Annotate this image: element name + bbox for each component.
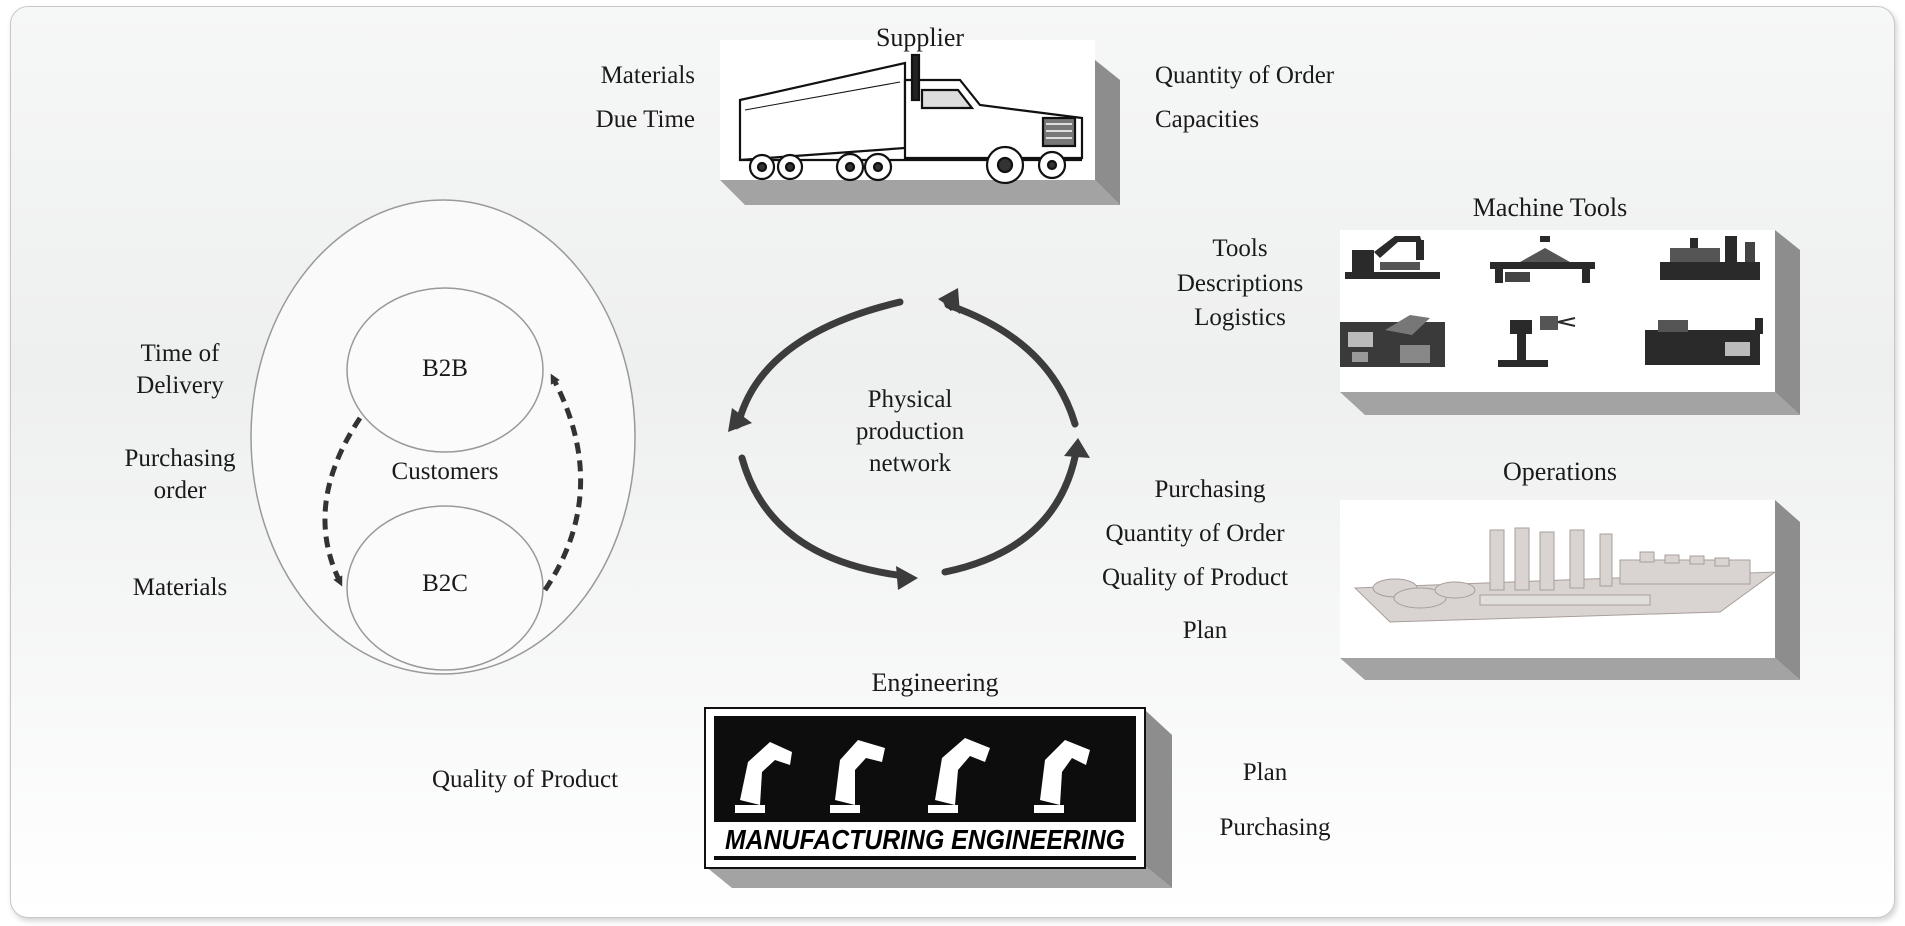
factory-plant-icon [1353,527,1777,623]
supplier-box [720,40,1120,205]
customers-delivery-label: Delivery [136,372,224,399]
operations-quality-label: Quality of Product [1101,564,1289,591]
operations-plan-label: Plan [1182,617,1228,644]
b2c-to-b2b-arrow [542,373,584,592]
customers-purchasing-label: Purchasing [124,445,236,472]
customers-group [250,199,636,675]
operations-title: Operations [1502,457,1618,486]
customers-materials-label: Materials [132,574,228,601]
customers-order-label: order [153,477,207,504]
machine-tool-1-icon [1345,236,1440,279]
cycle-arrow-top-left [734,298,904,430]
machine-tool-6-icon [1645,318,1763,365]
supplier-title: Supplier [875,23,965,52]
cycle-arrow-bottom-right [941,442,1082,576]
machine-tool-5-icon [1498,316,1576,367]
customers-time-of-label: Time of [140,340,220,367]
engineering-plan-label: Plan [1242,759,1288,786]
operations-box [1340,500,1800,680]
engineering-banner-text: MANUFACTURING ENGINEERING [725,824,1125,855]
machine-tools-tools-label: Tools [1212,235,1268,262]
supplier-due-time-label: Due Time [595,106,695,133]
supplier-capacities-label: Capacities [1155,106,1260,133]
cycle-arrowheads [728,288,1090,590]
supplier-quantity-label: Quantity of Order [1155,62,1335,89]
machine-tool-4-icon [1340,315,1445,367]
b2c-label: B2C [422,570,468,597]
cycle-arrowhead-1 [728,408,752,432]
cycle-arrowhead-2 [938,288,960,314]
engineering-title: Engineering [871,668,999,697]
machine-tools-descriptions-label: Descriptions [1176,270,1304,297]
operations-purchasing-label: Purchasing [1154,476,1266,503]
machine-tool-3-icon [1660,236,1760,280]
cycle-arrow-top-right [943,301,1079,428]
engineering-box: MANUFACTURING ENGINEERING [704,707,1172,888]
machine-tools-title: Machine Tools [1472,193,1628,222]
b2c-ellipse [346,505,544,671]
b2b-ellipse [346,287,544,453]
center-line-2: production [855,418,965,445]
operations-quantity-label: Quantity of Order [1105,520,1285,547]
customers-title: Customers [391,458,499,485]
b2b-label: B2B [422,355,468,382]
cycle-arrow-bottom-left [738,454,910,581]
machine-tool-2-icon [1490,236,1595,283]
cycle-arrowhead-4 [1064,438,1090,458]
engineering-quality-label: Quality of Product [432,766,619,793]
center-line-1: Physical [867,386,953,413]
center-line-3: network [869,450,951,477]
truck-icon [738,53,1084,185]
engineering-purchasing-label: Purchasing [1219,814,1331,841]
cycle-arrowhead-3 [896,566,918,590]
b2b-to-b2c-arrow [322,416,363,587]
machine-tools-box [1340,230,1800,415]
machine-tools-logistics-label: Logistics [1194,304,1286,331]
network-cycle [734,298,1082,581]
robot-arms-icon [735,738,1090,813]
supplier-materials-label: Materials [600,62,695,89]
